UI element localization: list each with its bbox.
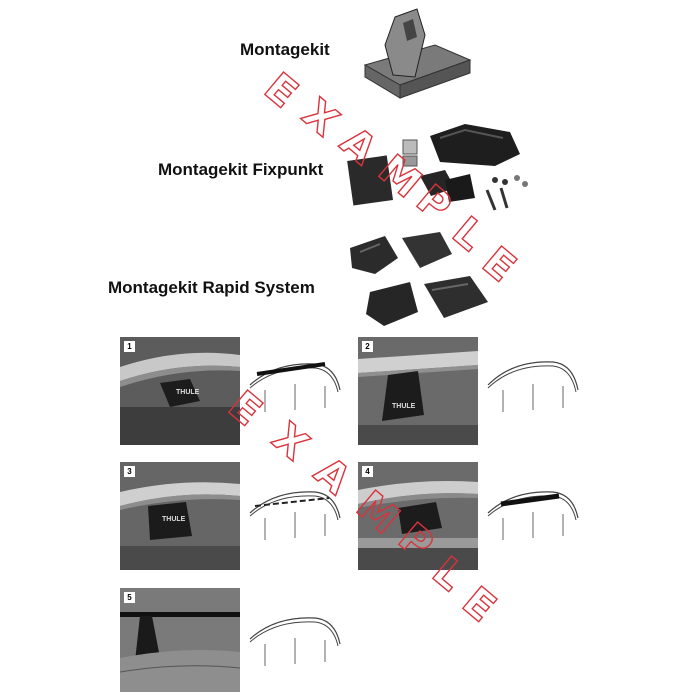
installation-photo-4: 4 [358, 462, 478, 570]
label-montagekit-rapid-system: Montagekit Rapid System [108, 278, 315, 297]
installation-photo-2: 2 THULE [358, 337, 478, 445]
installation-photo-5: 5 [120, 588, 240, 692]
label-montagekit-fixpunkt: Montagekit Fixpunkt [158, 160, 324, 179]
photo-number-4: 4 [362, 466, 373, 477]
photo-number-2: 2 [362, 341, 373, 352]
photo-number-1: 1 [124, 341, 135, 352]
photo-number-5: 5 [124, 592, 135, 603]
car-roof-diagram-5 [245, 604, 345, 674]
watermark-top-letter: E [256, 64, 307, 117]
thule-brand-1: THULE [176, 389, 200, 396]
thule-brand-3: THULE [162, 516, 186, 523]
watermark-top-letter: X [294, 90, 347, 145]
watermark-bottom-letter: E [454, 578, 505, 631]
rapid-system-parts-image [340, 228, 500, 338]
installation-photo-1: 1 THULE [120, 337, 240, 445]
montagekit-part-image [355, 5, 475, 100]
photo-number-3: 3 [124, 466, 135, 477]
thule-brand-2: THULE [392, 403, 416, 410]
car-roof-diagram-2 [483, 350, 583, 420]
car-roof-diagram-3 [245, 478, 345, 548]
installation-photo-3: 3 THULE [120, 462, 240, 570]
label-montagekit: Montagekit [240, 40, 330, 59]
watermark-bottom-letter: X [264, 414, 317, 469]
fixpunkt-parts-image [345, 118, 535, 218]
car-roof-diagram-4 [483, 478, 583, 548]
car-roof-diagram-1 [245, 350, 345, 420]
